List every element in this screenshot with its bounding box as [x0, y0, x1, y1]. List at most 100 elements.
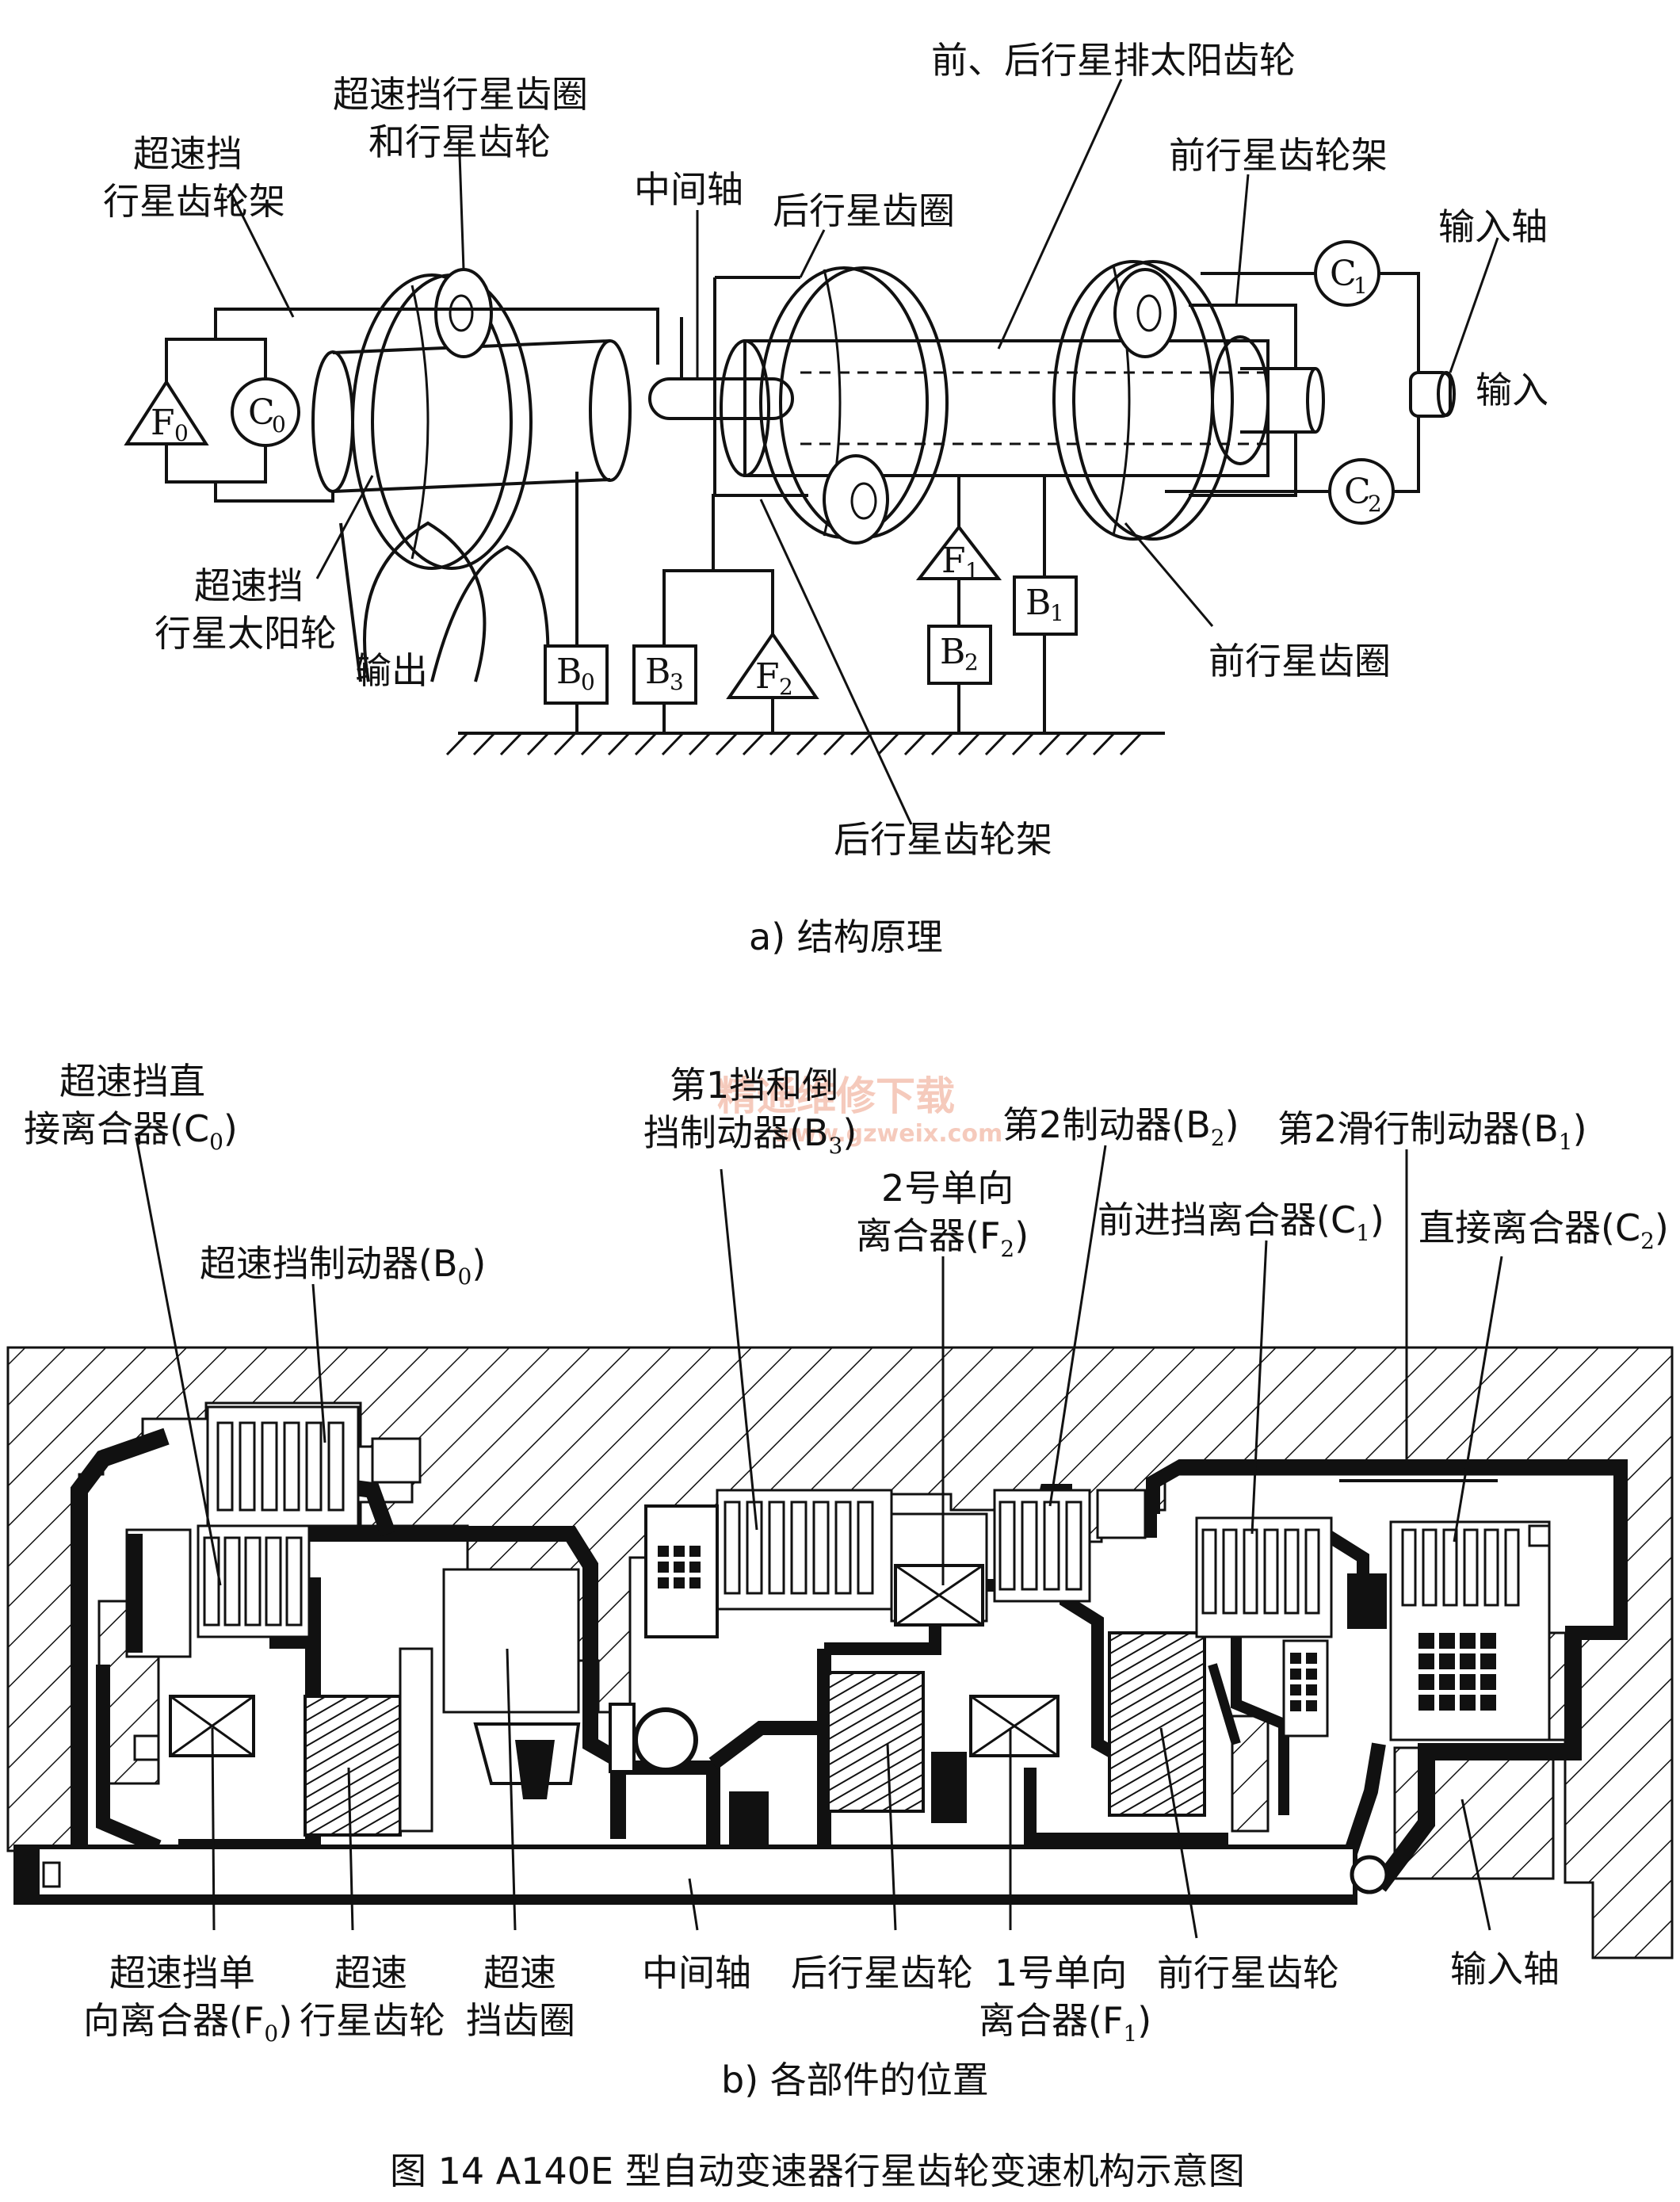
- label-od-carrier-2: 行星齿轮架: [103, 180, 285, 223]
- c0-plate: [285, 1536, 303, 1627]
- label-od-ring-2: 和行星齿轮: [368, 120, 551, 163]
- ground-tick: [850, 732, 873, 756]
- ground-tick: [1011, 732, 1035, 756]
- b3-piston-dot: [689, 1546, 701, 1557]
- f1-one-way-clutch-symbol: F 1: [915, 524, 1002, 584]
- b2-brake-pack: [993, 1489, 1147, 1603]
- b0-plate: [327, 1421, 345, 1512]
- rear-planetary-set: [713, 266, 1270, 545]
- b0-plate: [305, 1421, 323, 1512]
- ground-tick: [472, 732, 496, 756]
- label-intermediate-shaft-b: 中间轴: [642, 1952, 751, 1994]
- label-c1: 前进挡离合器(C1): [1098, 1198, 1384, 1246]
- b2-plate: [1065, 1500, 1082, 1591]
- diagram-b-component-positions: 精通维修下载 www.gzweix.com 超速挡直 接离合器(C0) 超速挡制…: [6, 1060, 1674, 2101]
- label-b0: 超速挡制动器(B0): [200, 1242, 486, 1290]
- label-rear-ring: 后行星齿圈: [773, 189, 955, 232]
- b3-piston-dot: [689, 1577, 701, 1588]
- label-rear-carrier: 后行星齿轮架: [834, 818, 1052, 861]
- c1-piston-dot: [1306, 1700, 1317, 1711]
- b3-piston-dot: [674, 1577, 685, 1588]
- label-b3-1: 第1挡和倒: [670, 1064, 838, 1107]
- label-output: 输出: [355, 649, 428, 692]
- c1-clutch-pack: [1195, 1516, 1333, 1738]
- label-f1-2: 离合器(F1): [979, 1999, 1151, 2047]
- caption-b: b) 各部件的位置: [721, 2059, 989, 2101]
- ground-tick: [930, 732, 954, 756]
- svg-text:B: B: [1025, 583, 1051, 623]
- c1-piston-dot: [1290, 1653, 1301, 1664]
- ground-tick: [796, 732, 819, 756]
- c1-plate: [1284, 1528, 1300, 1615]
- c1-piston-dot: [1306, 1653, 1317, 1664]
- c2-plate: [1442, 1528, 1458, 1607]
- b3-plate: [768, 1500, 785, 1595]
- c2-piston-dot: [1460, 1633, 1476, 1649]
- label-f0-1: 超速挡单: [109, 1952, 255, 1994]
- od-connection-lines: [165, 308, 659, 503]
- b0-plate: [216, 1421, 234, 1512]
- ground-tick: [1119, 732, 1143, 756]
- label-od-ring-b-1: 超速: [483, 1952, 556, 1994]
- c1-plate: [1304, 1528, 1320, 1615]
- watermark-url: www.gzweix.com: [773, 1120, 1002, 1148]
- c2-piston-dot: [1418, 1695, 1434, 1711]
- svg-text:C: C: [1344, 472, 1371, 512]
- label-od-sun-1: 超速挡: [194, 564, 304, 607]
- c2-clutch-pack: [1389, 1520, 1551, 1741]
- label-c0-2: 接离合器(C0): [24, 1107, 238, 1155]
- front-planetary-gear: [1108, 1631, 1206, 1817]
- ground-tick: [499, 732, 523, 756]
- ground-tick: [688, 732, 712, 756]
- b2-plate: [1043, 1500, 1060, 1591]
- svg-text:B: B: [556, 652, 582, 692]
- c0-plate: [244, 1536, 262, 1627]
- c0-plate: [203, 1536, 220, 1627]
- od-ring-gear: [442, 1568, 698, 1799]
- ground-tick: [634, 732, 658, 756]
- svg-text:B: B: [645, 652, 670, 692]
- ground-tick: [769, 732, 792, 756]
- ground-tick: [742, 732, 766, 756]
- svg-text:F: F: [941, 541, 966, 581]
- c2-piston-dot: [1439, 1633, 1455, 1649]
- svg-text:0: 0: [174, 420, 189, 446]
- svg-text:F: F: [755, 656, 780, 697]
- b0-plate: [239, 1421, 256, 1512]
- label-od-ring-b-2: 挡齿圈: [466, 1999, 575, 2042]
- label-od-carrier-1: 超速挡: [133, 132, 242, 175]
- ground-tick: [823, 732, 846, 756]
- ground-tick: [661, 732, 685, 756]
- ground-tick: [445, 732, 469, 756]
- ground-tick: [876, 732, 900, 756]
- ground-tick: [984, 732, 1008, 756]
- svg-text:0: 0: [581, 669, 595, 695]
- ground-line: [445, 732, 1165, 756]
- caption-a: a) 结构原理: [749, 916, 943, 958]
- label-od-planet-1: 超速: [334, 1952, 407, 1994]
- label-front-carrier: 前行星齿轮架: [1169, 134, 1388, 177]
- label-input-shaft: 输入轴: [1438, 205, 1548, 248]
- b3-plate: [790, 1500, 808, 1595]
- b3-piston-dot: [674, 1562, 685, 1573]
- svg-text:F: F: [151, 403, 175, 443]
- b1-brake-symbol: B 1: [1013, 575, 1078, 733]
- c1-plate: [1243, 1528, 1258, 1615]
- b3-brake-pack: [644, 1489, 893, 1638]
- c2-plate: [1483, 1528, 1499, 1607]
- svg-text:1: 1: [965, 558, 979, 584]
- ground-tick: [1092, 732, 1116, 756]
- b0-brake-symbol: B 0: [544, 644, 609, 733]
- svg-text:2: 2: [1368, 491, 1382, 517]
- input-shaft-symbol: [1409, 371, 1456, 418]
- od-planetary-gear: [304, 1647, 433, 1837]
- c1-clutch-symbol: C 1: [1314, 240, 1380, 307]
- c2-piston-dot: [1439, 1653, 1455, 1669]
- leader-lines-a: [228, 78, 1499, 825]
- label-od-ring-1: 超速挡行星齿圈: [333, 73, 588, 116]
- f1-one-way-clutch: [969, 1695, 1060, 1757]
- b3-piston-dot: [689, 1562, 701, 1573]
- rear-planetary-gear: [827, 1671, 925, 1813]
- b3-plate: [834, 1500, 852, 1595]
- c0-plate: [223, 1536, 241, 1627]
